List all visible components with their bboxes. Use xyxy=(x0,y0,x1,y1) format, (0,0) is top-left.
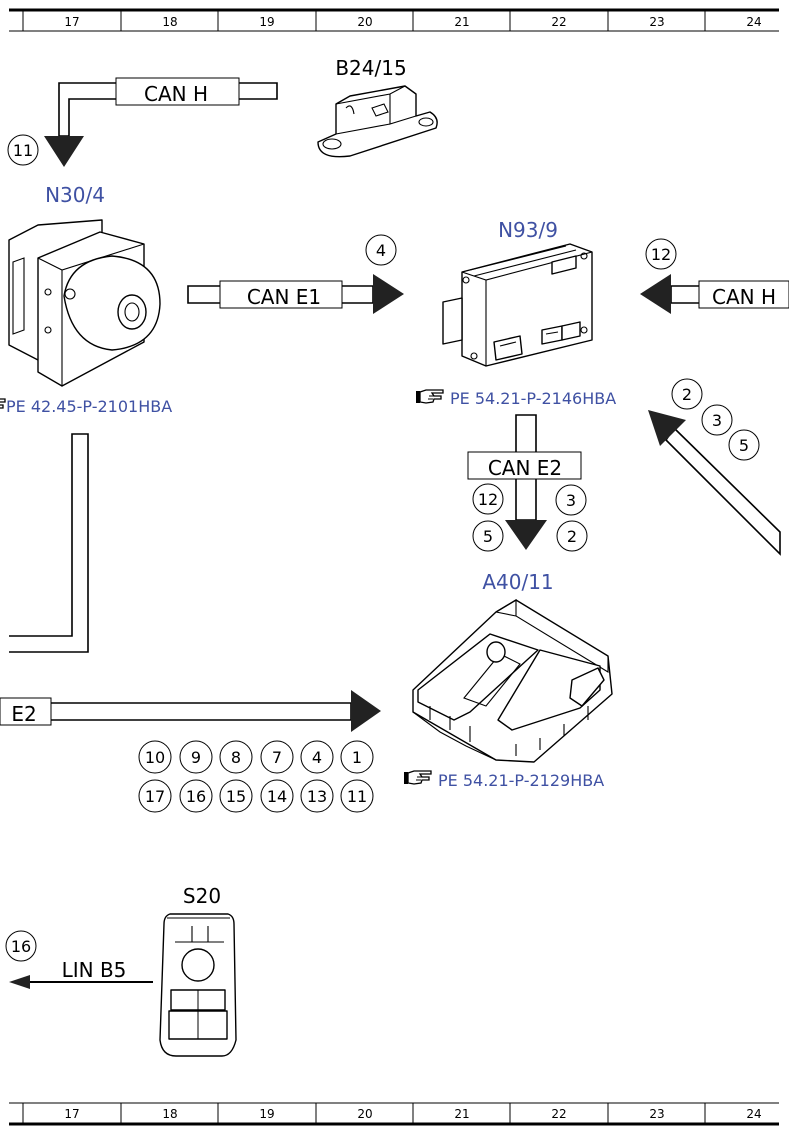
can-e2-left-bus: E2 xyxy=(0,690,381,732)
ruler-col: 20 xyxy=(357,1107,372,1121)
connection-marker: 4 xyxy=(376,241,386,260)
ruler-col: 17 xyxy=(64,1107,79,1121)
s20-switch: S20 xyxy=(159,884,237,1057)
ruler-col: 23 xyxy=(649,1107,664,1121)
connection-marker: 8 xyxy=(231,748,241,767)
n30-4-module: N30/4 PE 42.45-P-2101HBA xyxy=(0,183,172,416)
connection-marker: 2 xyxy=(567,527,577,546)
lin-b5-line: LIN B5 16 xyxy=(5,930,153,989)
ruler-col: 22 xyxy=(551,15,566,29)
bottom-ruler: 17 18 19 20 21 22 23 24 xyxy=(9,1102,779,1126)
bus-label: CAN H xyxy=(712,285,776,309)
connection-marker: 11 xyxy=(347,787,367,806)
component-code: B24/15 xyxy=(335,56,406,80)
ruler-col: 20 xyxy=(357,15,372,29)
can-h-right-bus: CAN H 12 xyxy=(640,238,789,314)
bus-label: CAN E1 xyxy=(247,285,321,309)
ruler-col: 23 xyxy=(649,15,664,29)
component-code: S20 xyxy=(183,884,221,908)
ruler-col: 18 xyxy=(162,15,177,29)
bus-label: LIN B5 xyxy=(62,958,127,982)
bus-label: CAN H xyxy=(144,82,208,106)
reference-link[interactable]: PE 54.21-P-2146HBA xyxy=(450,389,616,408)
connection-marker: 7 xyxy=(272,748,282,767)
top-ruler: 17 18 19 20 21 22 23 24 xyxy=(9,8,779,32)
can-e2-mid-bus: CAN E2 12 3 5 2 xyxy=(467,414,588,552)
ruler-col: 24 xyxy=(746,15,761,29)
ruler-col: 17 xyxy=(64,15,79,29)
b24-15-sensor: B24/15 xyxy=(317,56,438,158)
ruler-col: 24 xyxy=(746,1107,761,1121)
ruler-col: 19 xyxy=(259,1107,274,1121)
component-code: N93/9 xyxy=(498,218,558,242)
connection-marker: 12 xyxy=(478,490,498,509)
connection-marker: 11 xyxy=(13,141,33,160)
left-bus-line xyxy=(9,433,89,653)
component-code: A40/11 xyxy=(482,570,553,594)
ruler-col: 21 xyxy=(454,1107,469,1121)
diagonal-bus-arrow: 2 3 5 xyxy=(648,378,781,556)
n93-9-module: N93/9 PE 54.21-P-2146HBA xyxy=(415,218,616,408)
connection-marker: 16 xyxy=(11,937,31,956)
connection-marker: 15 xyxy=(226,787,246,806)
connection-marker: 5 xyxy=(483,527,493,546)
connection-marker: 5 xyxy=(739,436,749,455)
a40-11-display: A40/11 PE 54.21-P-2129HBA xyxy=(403,570,613,790)
can-e1-bus: CAN E1 4 xyxy=(187,234,404,314)
connection-marker: 13 xyxy=(307,787,327,806)
bus-label: E2 xyxy=(11,702,36,726)
connection-marker: 14 xyxy=(267,787,287,806)
ruler-col: 19 xyxy=(259,15,274,29)
connection-marker: 17 xyxy=(145,787,165,806)
connection-marker: 2 xyxy=(682,385,692,404)
connection-marker: 9 xyxy=(191,748,201,767)
connection-marker: 1 xyxy=(352,748,362,767)
connection-marker: 4 xyxy=(312,748,322,767)
can-h-top-bus: CAN H 11 xyxy=(7,77,278,167)
component-code: N30/4 xyxy=(45,183,105,207)
a40-marker-grid: 10 9 8 7 4 1 17 16 15 14 13 11 xyxy=(138,740,374,813)
reference-link[interactable]: PE 54.21-P-2129HBA xyxy=(438,771,604,790)
ruler-col: 22 xyxy=(551,1107,566,1121)
connection-marker: 10 xyxy=(145,748,165,767)
connection-marker: 3 xyxy=(712,411,722,430)
ruler-col: 21 xyxy=(454,15,469,29)
connection-marker: 12 xyxy=(651,245,671,264)
connection-marker: 16 xyxy=(186,787,206,806)
ruler-col: 18 xyxy=(162,1107,177,1121)
connection-marker: 3 xyxy=(566,491,576,510)
bus-label: CAN E2 xyxy=(488,456,562,480)
reference-link[interactable]: PE 42.45-P-2101HBA xyxy=(6,397,172,416)
